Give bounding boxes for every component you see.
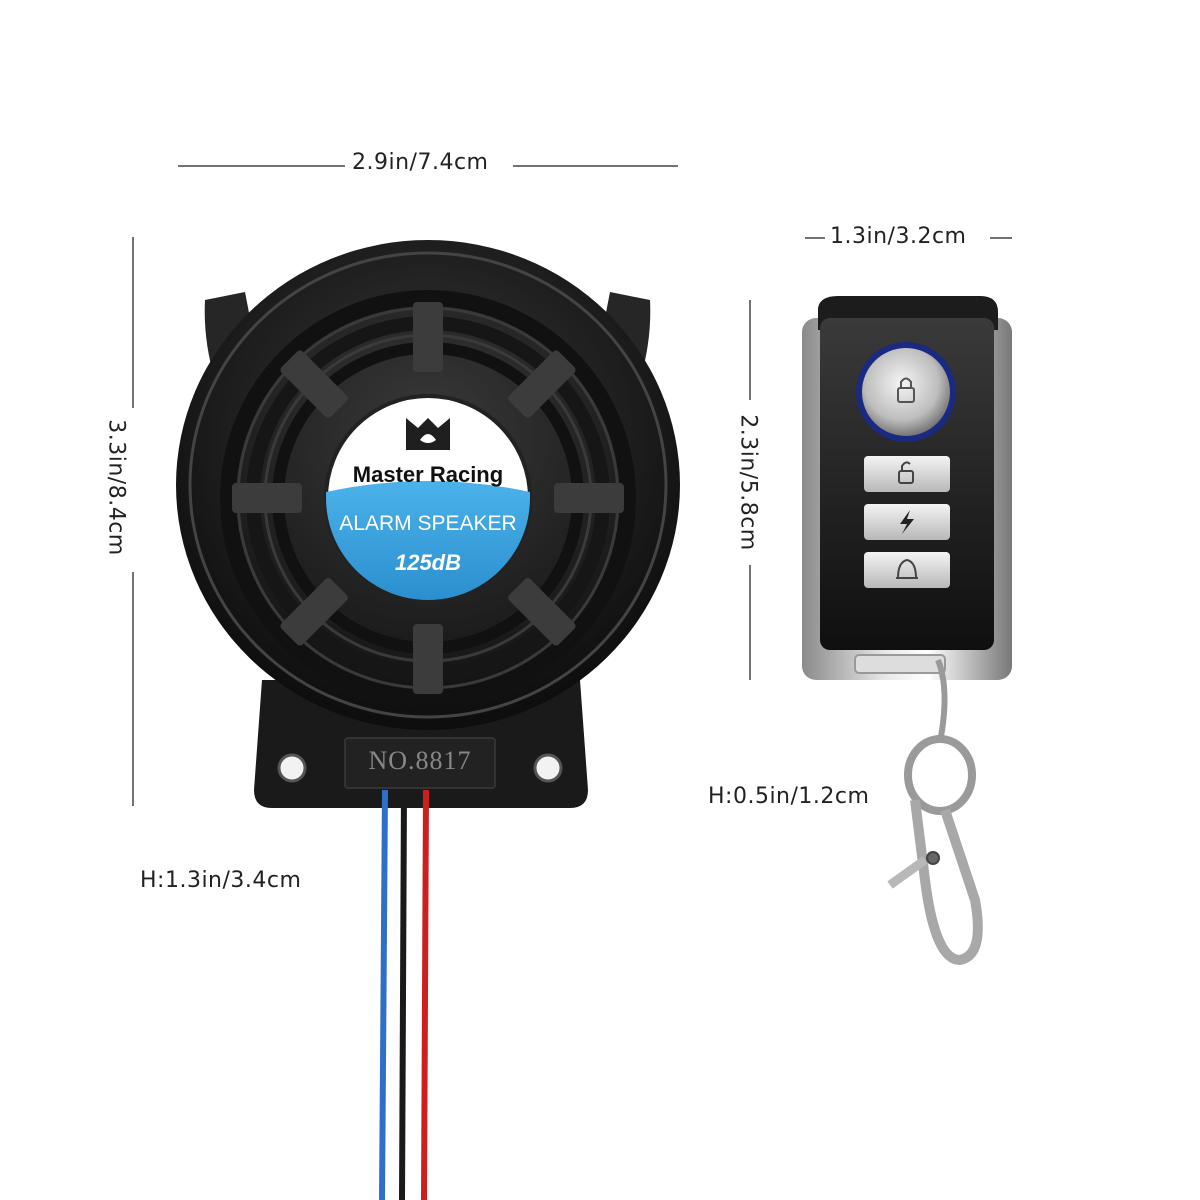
wire-red	[421, 789, 429, 1200]
brand-logo-icon	[406, 418, 450, 450]
wire-blue	[379, 789, 388, 1200]
wire-black	[399, 789, 407, 1200]
alarm-speaker	[176, 240, 680, 1200]
mounting-hole-left	[277, 753, 307, 783]
remote-depth-label: H:0.5in/1.2cm	[708, 784, 870, 809]
brand-text: Master Racing	[352, 462, 504, 487]
rating-text: 125dB	[394, 550, 462, 575]
remote-control	[802, 296, 1012, 966]
model-number: NO.8817	[368, 746, 472, 775]
wires	[379, 789, 429, 1200]
lock-icon	[897, 377, 915, 403]
product-text: ALARM SPEAKER	[339, 512, 517, 535]
speaker-height-label: 3.3in/8.4cm	[103, 419, 129, 556]
unlock-icon	[898, 461, 914, 484]
keychain-clip	[854, 654, 983, 966]
speaker-label-blue-band	[326, 481, 530, 600]
dimension-lines	[132, 165, 1012, 806]
mounting-hole-right	[533, 753, 563, 783]
remote-height-label: 2.3in/5.8cm	[735, 414, 761, 551]
remote-button-find	[864, 552, 950, 588]
bell-icon	[896, 558, 918, 579]
grille-spokes	[232, 302, 624, 694]
remote-button-unlock	[864, 456, 950, 492]
lightning-icon	[900, 510, 914, 534]
speaker-width-label: 2.9in/7.4cm	[352, 150, 489, 175]
speaker-depth-label: H:1.3in/3.4cm	[140, 868, 302, 893]
remote-width-label: 1.3in/3.2cm	[830, 224, 967, 249]
model-plate	[344, 737, 496, 789]
